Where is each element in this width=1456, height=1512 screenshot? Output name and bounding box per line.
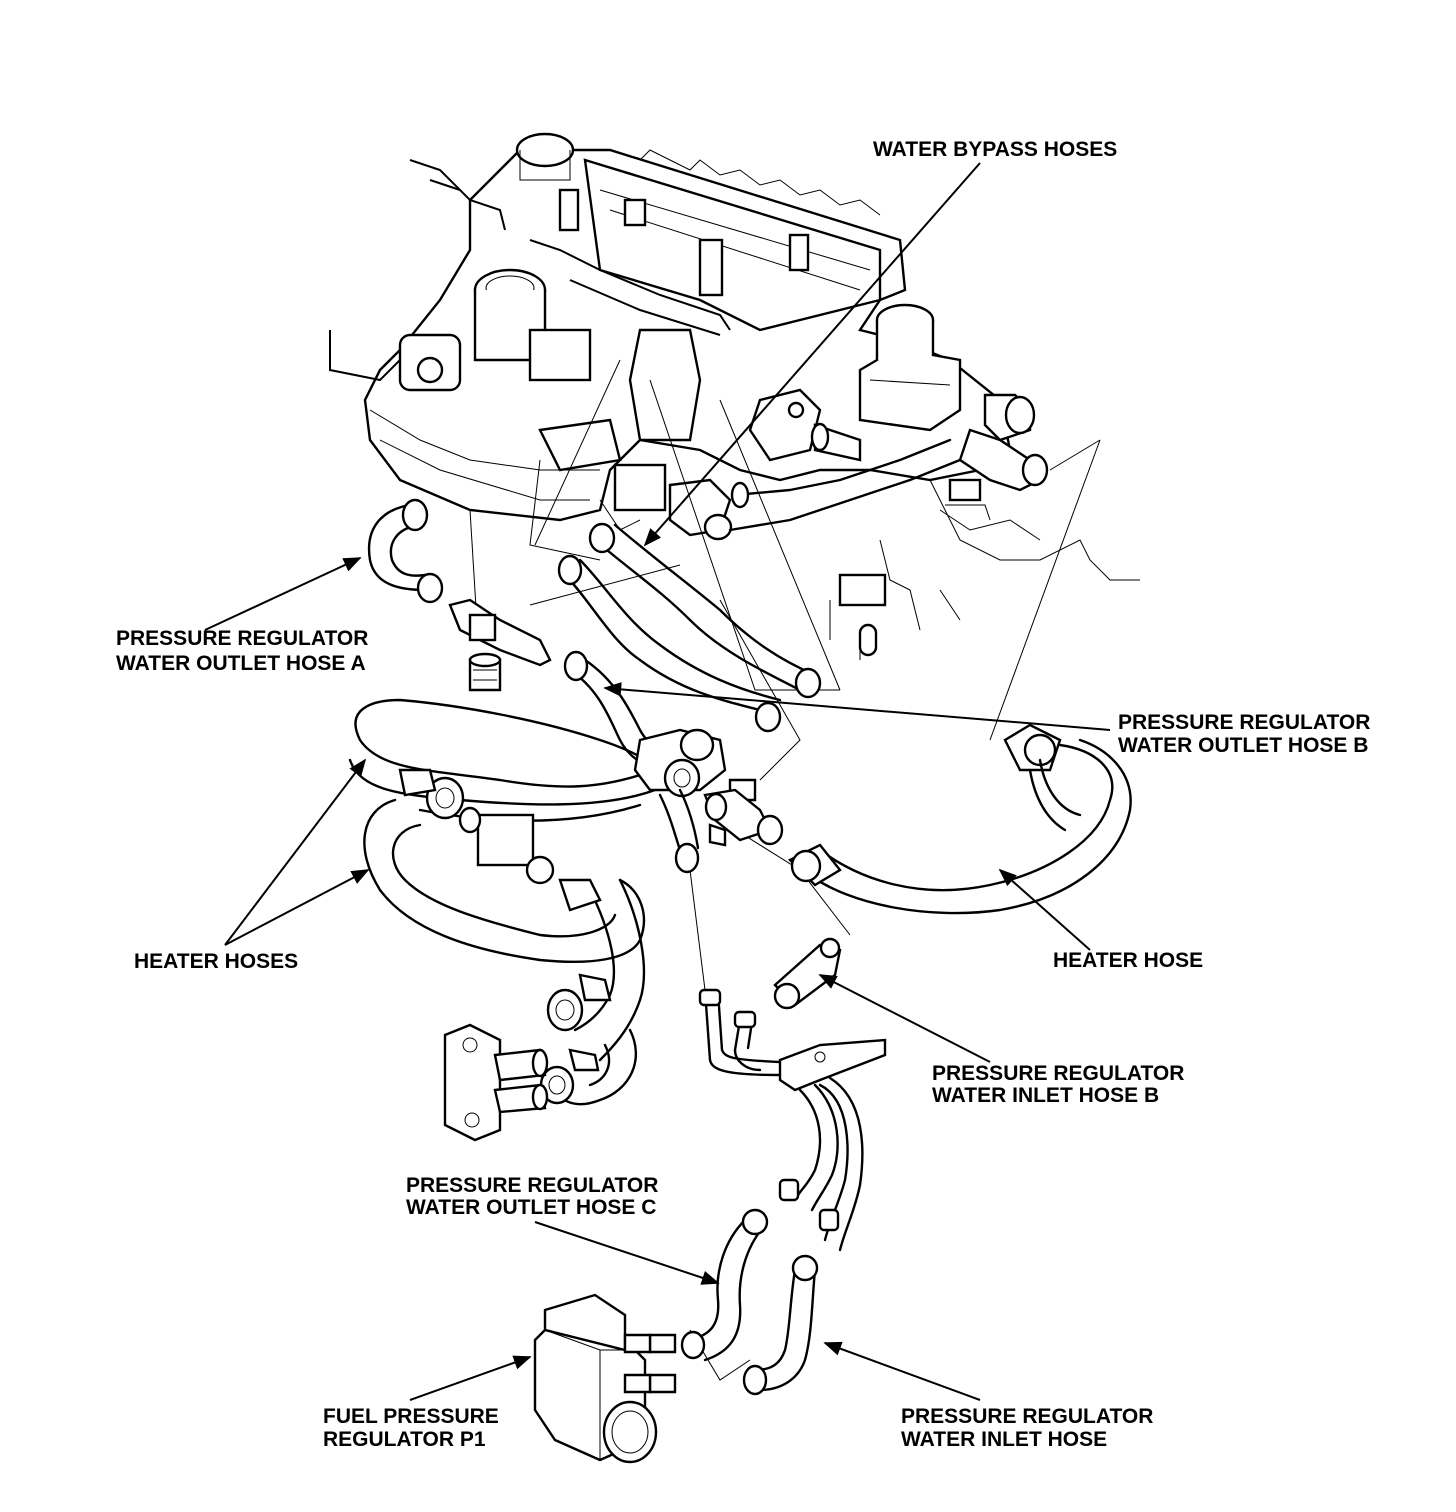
arrow-heater-hoses-lower bbox=[224, 869, 370, 946]
arrow-outlet-hose-a bbox=[204, 557, 362, 631]
outlet-hose-a bbox=[367, 498, 552, 692]
arrow-inlet-hose bbox=[823, 1341, 981, 1401]
arrow-inlet-hose-b bbox=[818, 974, 991, 1063]
label-inlet-hose-line1: PRESSURE REGULATOR bbox=[901, 1405, 1153, 1428]
label-outlet-hose-b-line2: WATER OUTLET HOSE B bbox=[1118, 734, 1368, 757]
fuel-pressure-regulator-p1 bbox=[533, 1293, 658, 1464]
label-inlet-hose-b-line1: PRESSURE REGULATOR bbox=[932, 1062, 1184, 1085]
engine-assembly bbox=[329, 132, 1140, 660]
label-inlet-hose-b-line2: WATER INLET HOSE B bbox=[932, 1084, 1159, 1107]
inlet-hose-b bbox=[698, 937, 887, 1252]
heater-hose-right bbox=[787, 723, 1132, 915]
center-junction bbox=[633, 728, 784, 874]
heater-hoses bbox=[348, 698, 657, 1142]
arrow-water-bypass-hoses bbox=[643, 162, 981, 547]
inlet-hose bbox=[648, 1254, 819, 1396]
arrow-fuel-pressure-regulator bbox=[409, 1355, 532, 1401]
arrow-outlet-hose-c bbox=[534, 1221, 720, 1285]
label-outlet-hose-a-line1: PRESSURE REGULATOR bbox=[116, 627, 368, 650]
label-water-bypass-hoses: WATER BYPASS HOSES bbox=[873, 138, 1117, 161]
label-fuel-pressure-regulator-line2: REGULATOR P1 bbox=[323, 1428, 486, 1451]
label-heater-hoses: HEATER HOSES bbox=[134, 950, 298, 973]
water-bypass-hoses bbox=[557, 522, 822, 733]
leader-arrows bbox=[204, 162, 1111, 1401]
label-outlet-hose-c-line2: WATER OUTLET HOSE C bbox=[406, 1196, 656, 1219]
arrow-heater-hose bbox=[998, 868, 1091, 951]
label-outlet-hose-c-line1: PRESSURE REGULATOR bbox=[406, 1174, 658, 1197]
label-inlet-hose-line2: WATER INLET HOSE bbox=[901, 1428, 1107, 1451]
arrow-outlet-hose-b bbox=[603, 682, 1111, 731]
arrow-heater-hoses-upper bbox=[224, 758, 367, 946]
outlet-hose-c bbox=[648, 1208, 769, 1362]
label-fuel-pressure-regulator-line1: FUEL PRESSURE bbox=[323, 1405, 499, 1428]
label-heater-hose: HEATER HOSE bbox=[1053, 949, 1203, 972]
labels: WATER BYPASS HOSES PRESSURE REGULATOR WA… bbox=[116, 138, 1370, 1451]
label-outlet-hose-b-line1: PRESSURE REGULATOR bbox=[1118, 711, 1370, 734]
label-outlet-hose-a-line2: WATER OUTLET HOSE A bbox=[116, 652, 366, 675]
